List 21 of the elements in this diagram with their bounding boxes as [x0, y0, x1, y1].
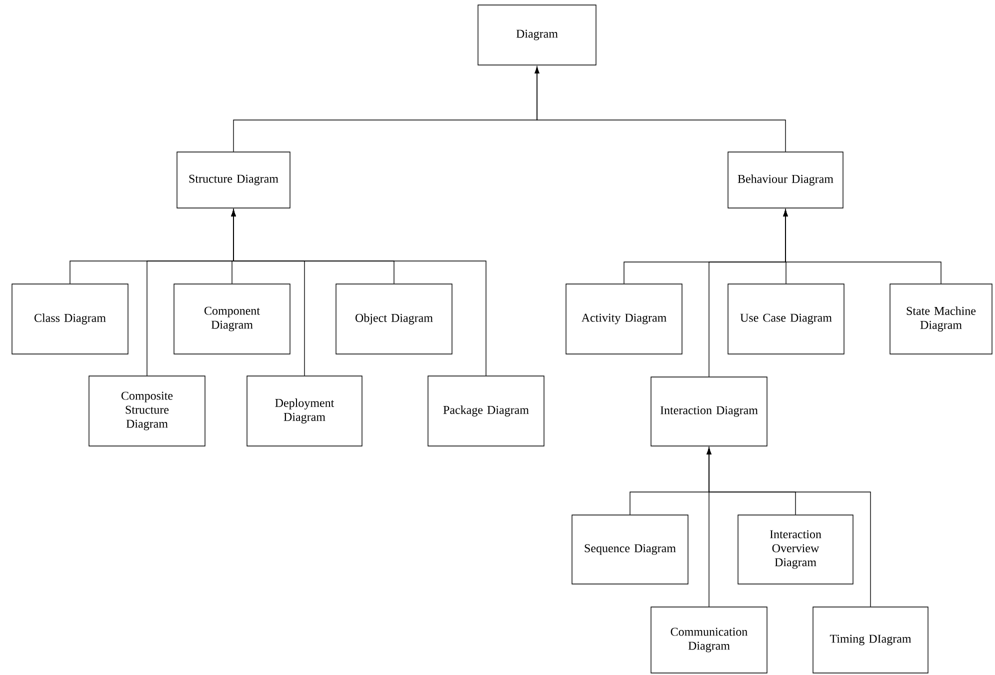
diagram-box: Component Diagram: [174, 284, 290, 354]
diagram-box: Interaction Overview Diagram: [738, 514, 854, 584]
diagram-box: Sequence Diagram: [572, 514, 688, 584]
arrow: [231, 210, 486, 376]
diagram-box: Timing DIagram: [812, 606, 928, 674]
diagram-box: Activity Diagram: [566, 284, 682, 354]
diagram-box: Communication Diagram: [650, 606, 768, 674]
arrow: [534, 66, 786, 152]
diagram-box: Diagram: [478, 4, 596, 66]
diagram-box: Structure Diagram: [176, 152, 290, 208]
diagram-box: Deployment Diagram: [246, 376, 362, 446]
arrow: [783, 210, 942, 284]
diagram-box: Package Diagram: [428, 376, 544, 446]
diagram-box: Use Case Diagram: [728, 284, 844, 354]
diagram-box: Object Diagram: [336, 284, 452, 354]
diagram-box: State Machine Diagram: [890, 284, 992, 354]
diagram-box: Behaviour Diagram: [728, 152, 844, 208]
diagram-box: Interaction Diagram: [650, 376, 768, 446]
diagram-box: Composite Structure Diagram: [88, 376, 206, 446]
diagram-box: Class Diagram: [12, 284, 128, 354]
arrow: [706, 448, 871, 607]
